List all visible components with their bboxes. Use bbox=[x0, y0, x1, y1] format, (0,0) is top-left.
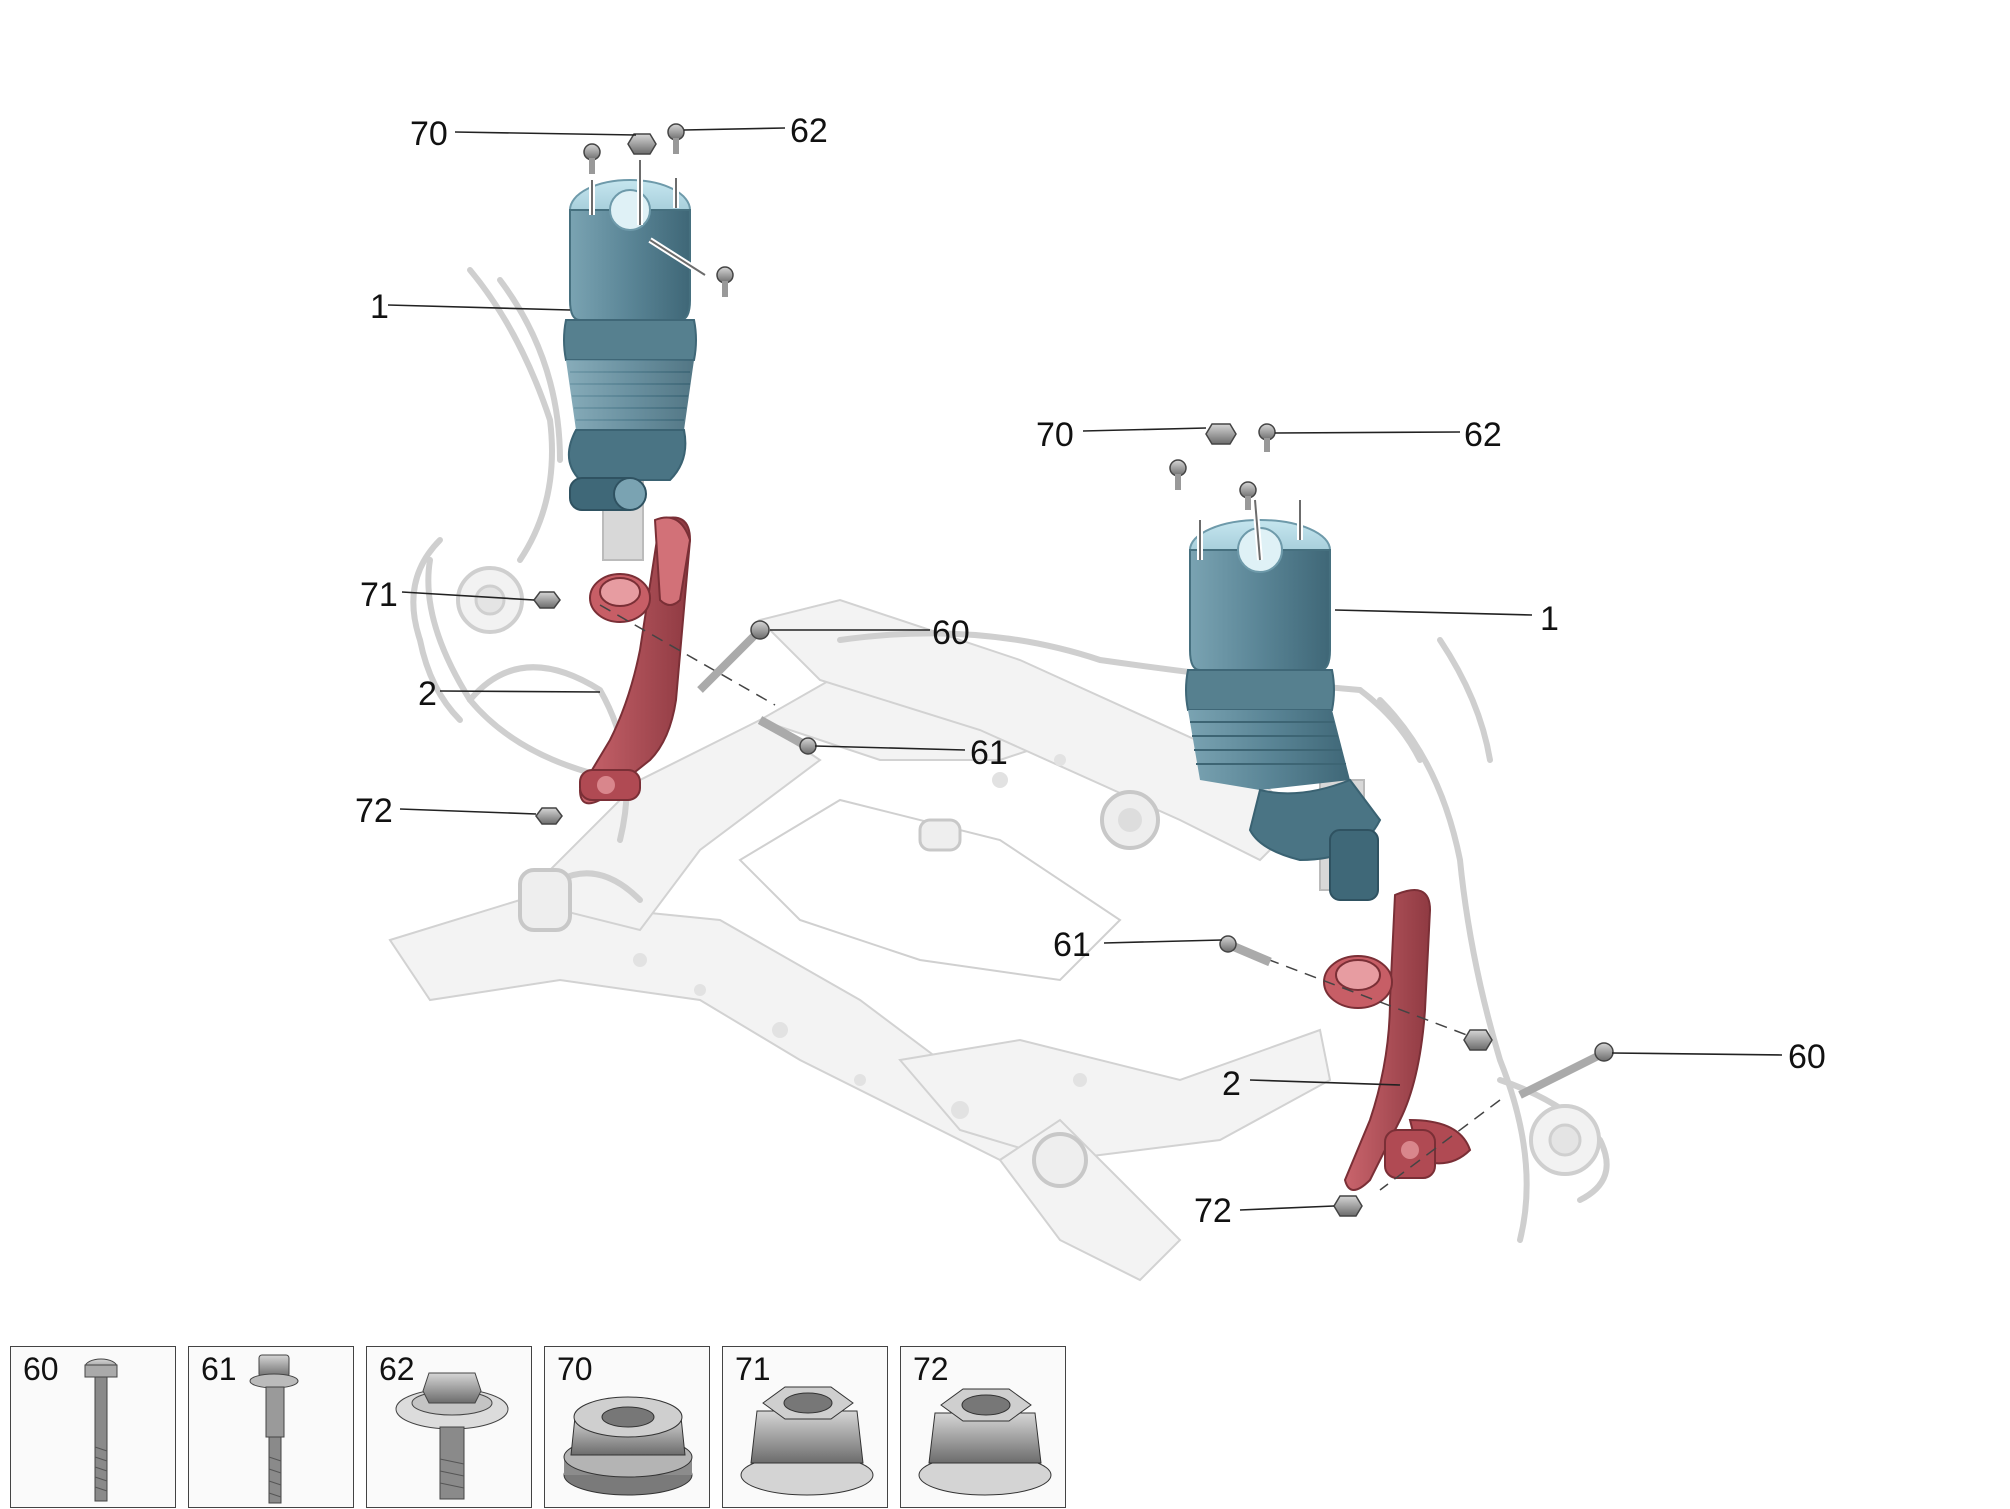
leader-lines bbox=[387, 127, 1783, 1211]
thumbnail-label: 71 bbox=[735, 1351, 771, 1387]
callout-left-62: 62 bbox=[790, 112, 828, 150]
control-arm-left bbox=[578, 516, 692, 805]
callout-left-1: 1 bbox=[370, 288, 389, 326]
thumbnail-72: 72 bbox=[900, 1346, 1066, 1508]
callout-left-72: 72 bbox=[355, 792, 393, 830]
thumbnail-label: 60 bbox=[23, 1351, 59, 1387]
callout-left-60: 60 bbox=[932, 614, 970, 652]
thumbnail-60: 60 bbox=[10, 1346, 176, 1508]
callout-right-62: 62 bbox=[1464, 416, 1502, 454]
right-strut-top-hardware bbox=[1169, 423, 1276, 510]
air-strut-left bbox=[563, 160, 707, 561]
thumbnail-70: 70 bbox=[544, 1346, 710, 1508]
bolt-shouldered-icon bbox=[249, 1354, 299, 1504]
right-arm-hardware bbox=[1219, 935, 1614, 1217]
subframe bbox=[388, 267, 1610, 1282]
bolt-long-icon bbox=[84, 1358, 118, 1502]
thumbnail-71: 71 bbox=[722, 1346, 888, 1508]
flange-nut-icon bbox=[918, 1388, 1052, 1496]
callout-right-1: 1 bbox=[1540, 600, 1559, 638]
thumbnail-label: 72 bbox=[913, 1351, 949, 1387]
callout-right-60: 60 bbox=[1788, 1038, 1826, 1076]
flange-nut-icon bbox=[740, 1386, 874, 1496]
callout-left-71: 71 bbox=[360, 576, 398, 614]
thumbnail-label: 70 bbox=[557, 1351, 593, 1387]
thumbnail-61: 61 bbox=[188, 1346, 354, 1508]
callout-labels: 70 62 1 71 60 2 61 72 70 62 1 61 60 2 72 bbox=[355, 112, 1826, 1230]
callout-left-61: 61 bbox=[970, 734, 1008, 772]
collar-nut-icon bbox=[563, 1396, 693, 1496]
callout-right-2: 2 bbox=[1222, 1065, 1241, 1103]
air-strut-right bbox=[1185, 499, 1382, 901]
thumbnail-62: 62 bbox=[366, 1346, 532, 1508]
control-arm-right bbox=[1323, 889, 1472, 1191]
callout-left-2: 2 bbox=[418, 675, 437, 713]
left-arm-hardware bbox=[533, 591, 817, 825]
callout-right-70: 70 bbox=[1036, 416, 1074, 454]
thumbnail-label: 61 bbox=[201, 1351, 237, 1387]
left-strut-top-hardware bbox=[583, 123, 734, 297]
flange-bolt-icon bbox=[395, 1372, 509, 1500]
callout-right-72: 72 bbox=[1194, 1192, 1232, 1230]
thumbnail-label: 62 bbox=[379, 1351, 415, 1387]
callout-right-61: 61 bbox=[1053, 926, 1091, 964]
callout-left-70: 70 bbox=[410, 115, 448, 153]
